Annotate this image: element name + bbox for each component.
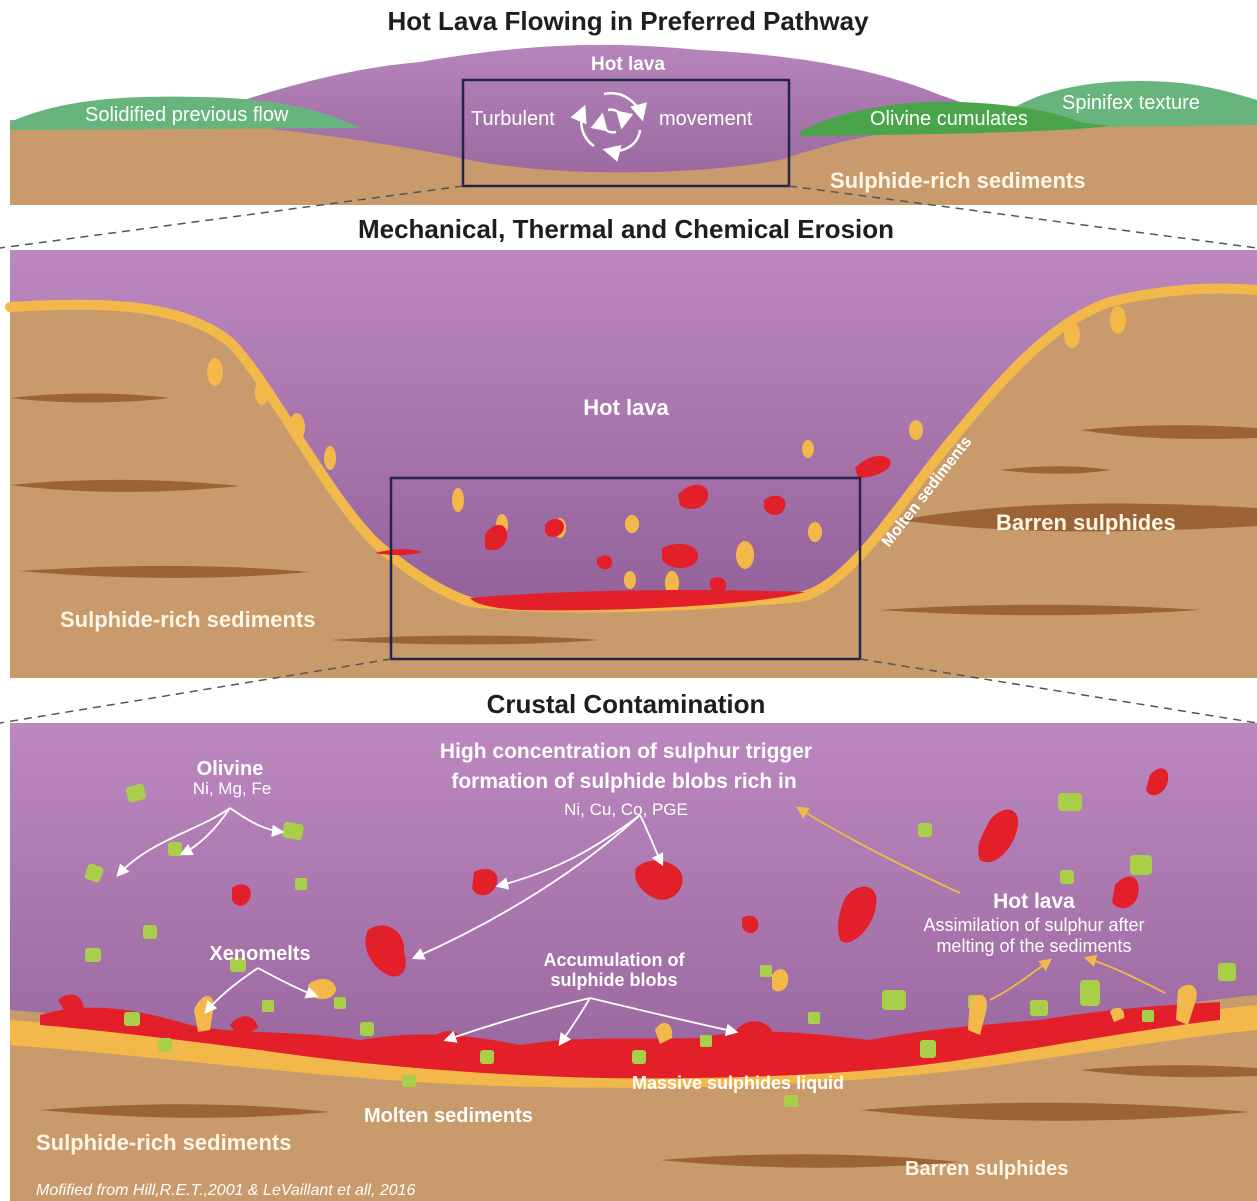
barren-sulphides-label-panel3: Barren sulphides — [905, 1158, 1068, 1180]
panel1-sulphide-rich-label: Sulphide-rich sediments — [830, 168, 1086, 193]
olivine-cumulates-label: Olivine cumulates — [870, 108, 1028, 130]
panel2-title: Mechanical, Thermal and Chemical Erosion — [358, 214, 894, 244]
panel1-hot-lava-label: Hot lava — [591, 54, 665, 75]
massive-sulphides-label: Massive sulphides liquid — [632, 1073, 844, 1093]
olivine-elements-label: Ni, Mg, Fe — [193, 779, 271, 798]
olivine-label: Olivine — [197, 758, 264, 780]
assimilation-line1: Assimilation of sulphur after — [923, 915, 1144, 935]
panel2-hot-lava-label: Hot lava — [583, 395, 669, 420]
source-credit: Mofified from Hill,R.E.T.,2001 & LeVaill… — [36, 1182, 416, 1199]
panel3-hot-lava-label: Hot lava — [993, 890, 1075, 913]
assimilation-line2: melting of the sediments — [936, 936, 1131, 956]
movement-label: movement — [659, 108, 753, 130]
barren-sulphides-label-panel2: Barren sulphides — [996, 510, 1176, 535]
turbulent-label: Turbulent — [471, 108, 555, 130]
panel3-title: Crustal Contamination — [487, 689, 766, 719]
sulphide-rich-label-panel2: Sulphide-rich sediments — [60, 607, 316, 632]
high-concentration-line1: High concentration of sulphur trigger — [440, 740, 812, 763]
spinifex-texture-label: Spinifex texture — [1062, 92, 1200, 114]
panel-erosion: Mechanical, Thermal and Chemical Erosion — [10, 214, 1257, 678]
accumulation-line2: sulphide blobs — [550, 970, 677, 990]
molten-sediments-label-panel3: Molten sediments — [364, 1105, 533, 1127]
panel-lava-pathway: Hot Lava Flowing in Preferred Pathway Ho… — [10, 6, 1257, 205]
accumulation-line1: Accumulation of — [543, 950, 685, 970]
panel-contamination: Crustal Contamination — [10, 689, 1257, 1201]
sulphide-elements-label: Ni, Cu, Co, PGE — [564, 800, 688, 819]
xenomelts-label: Xenomelts — [209, 943, 310, 965]
sulphide-rich-label-panel3: Sulphide-rich sediments — [36, 1130, 292, 1155]
panel1-title: Hot Lava Flowing in Preferred Pathway — [387, 6, 869, 36]
solidified-previous-flow-label: Solidified previous flow — [85, 104, 289, 126]
high-concentration-line2: formation of sulphide blobs rich in — [451, 770, 796, 793]
